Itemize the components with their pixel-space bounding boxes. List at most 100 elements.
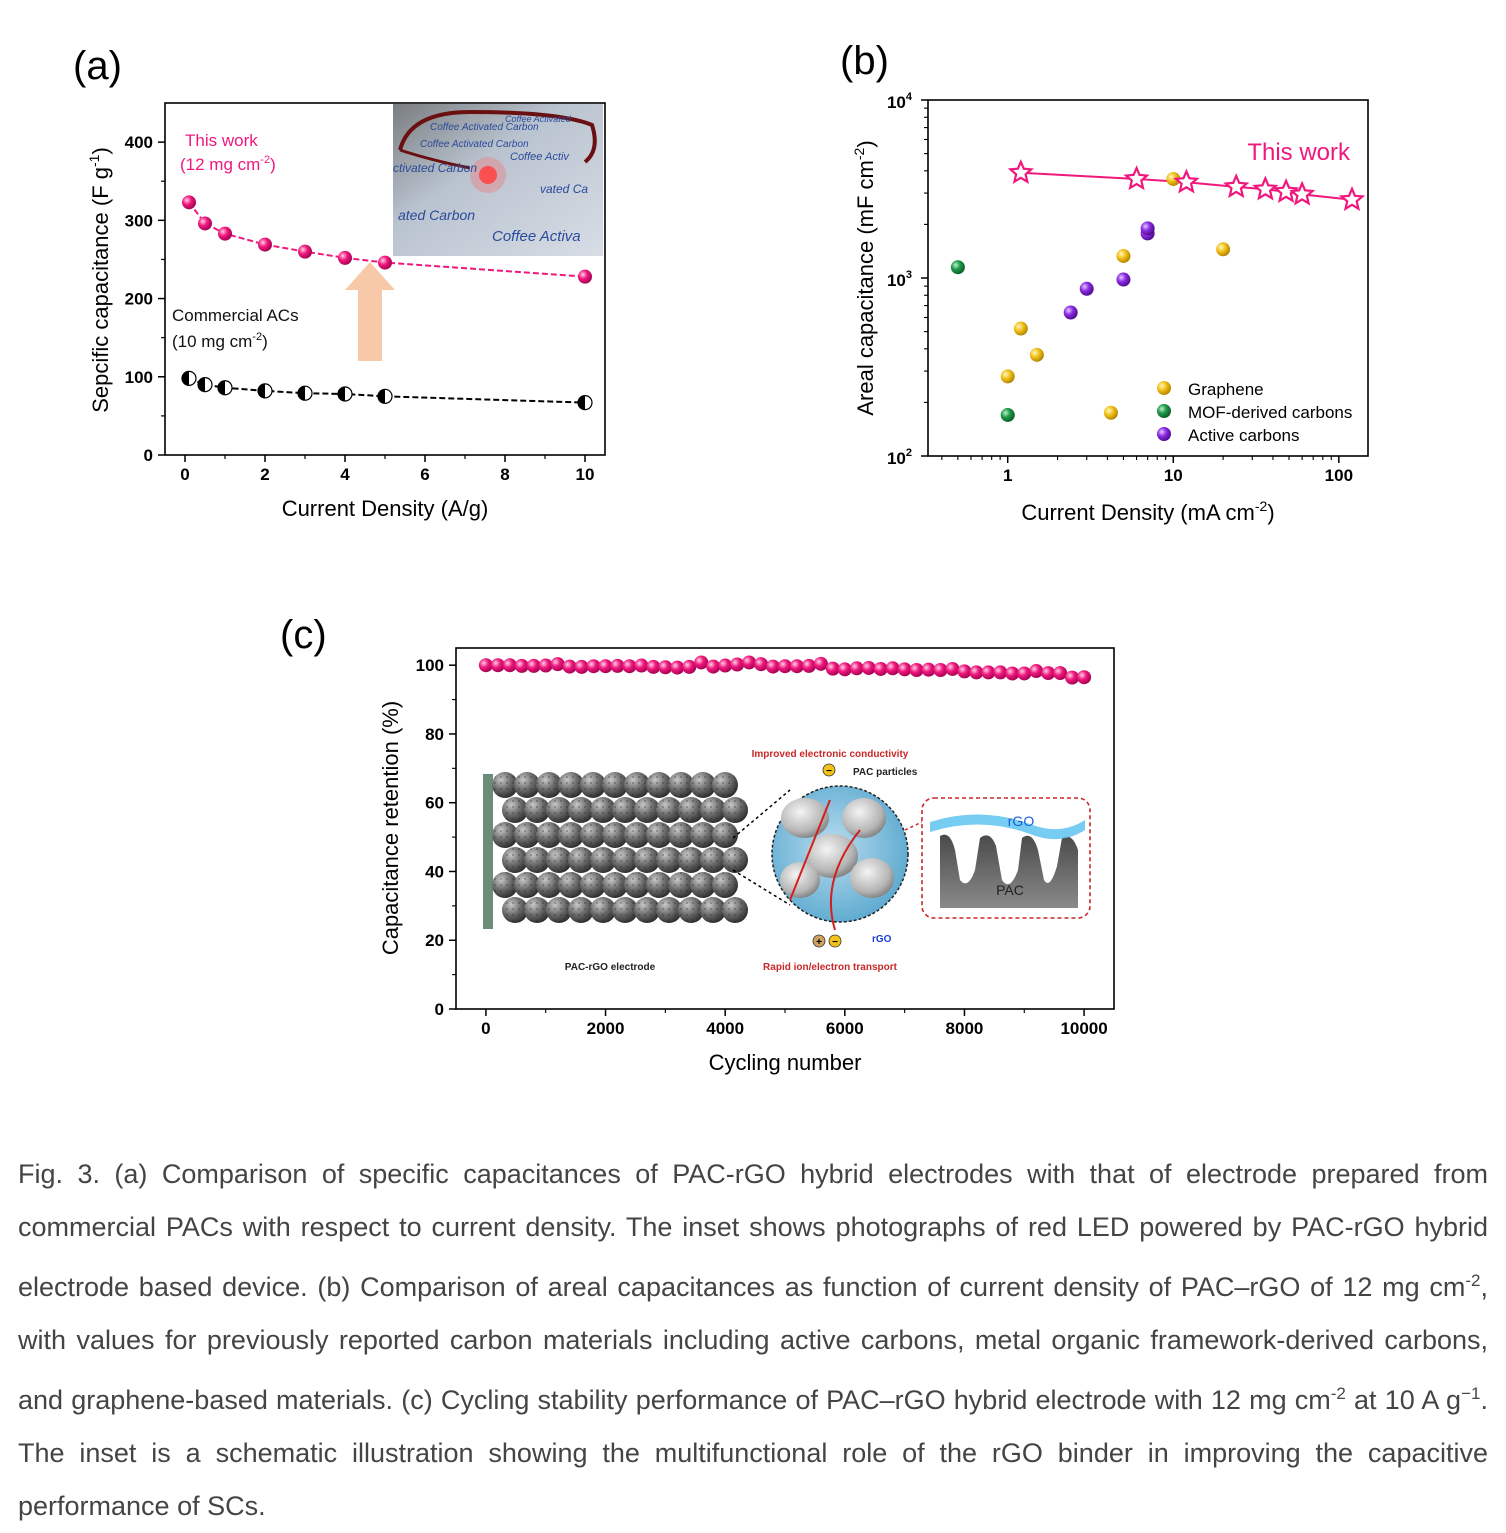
- pac-particle-texture: [646, 872, 672, 898]
- x-tick-label-a: 8: [500, 465, 509, 484]
- point-commercial-half: [258, 383, 265, 398]
- pac-particle-texture: [712, 772, 738, 798]
- pac-particle-texture: [524, 847, 550, 873]
- photo-text: Coffee Activated: [505, 114, 572, 124]
- point-commercial-half: [578, 395, 585, 410]
- photo-text: Coffee Activated Carbon: [420, 139, 529, 150]
- x-tick-label-a: 10: [576, 465, 595, 484]
- point-active: [1116, 272, 1131, 287]
- point-retention: [574, 659, 589, 674]
- point-retention: [706, 659, 721, 674]
- point-retention: [969, 665, 984, 680]
- point-this-work: [198, 216, 212, 231]
- pac-particle-texture: [558, 822, 584, 848]
- pac-particle-texture: [568, 847, 594, 873]
- point-graphene: [1116, 248, 1131, 263]
- point-retention: [514, 658, 529, 673]
- point-graphene: [1166, 171, 1181, 186]
- point-retention: [945, 661, 960, 676]
- y-tick-label-c: 100: [416, 656, 444, 675]
- pac-particle-texture: [700, 847, 726, 873]
- pac-particle-texture: [722, 897, 748, 923]
- y-tick-label-a: 0: [144, 446, 153, 465]
- legend-b: Graphene MOF-derived carbons Active carb…: [1157, 380, 1352, 445]
- point-mof: [950, 260, 965, 275]
- rgo-pac-box: [921, 797, 1091, 919]
- point-this-work-star: [1007, 159, 1034, 184]
- panel-c-label: (c): [280, 613, 327, 657]
- y-axis-label-a: Sepcific capacitance (F g-1): [86, 147, 113, 413]
- label-pac-particles: PAC particles: [853, 767, 918, 778]
- pac-particle-texture: [612, 847, 638, 873]
- x-tick-label-c: 4000: [706, 1019, 744, 1038]
- pac-particle-texture: [612, 897, 638, 923]
- figure-caption: Fig. 3. (a) Comparison of specific capac…: [18, 1159, 1488, 1521]
- point-active: [1079, 281, 1094, 296]
- pac-particle-texture: [668, 872, 694, 898]
- point-retention: [550, 657, 565, 672]
- pac-particle-texture: [690, 772, 716, 798]
- point-commercial-half: [218, 380, 225, 395]
- pac-particle-texture: [492, 872, 518, 898]
- point-retention: [909, 663, 924, 678]
- point-retention: [789, 659, 804, 674]
- rgo-label-box: rGO: [1008, 813, 1035, 829]
- point-retention: [849, 661, 864, 676]
- point-commercial-half: [338, 386, 345, 401]
- pac-particle-texture: [514, 822, 540, 848]
- point-retention: [526, 658, 541, 673]
- point-retention: [634, 658, 649, 673]
- pac-particle-texture: [712, 822, 738, 848]
- pac-particle-texture: [668, 772, 694, 798]
- pac-particle-texture: [558, 872, 584, 898]
- point-retention: [861, 660, 876, 675]
- point-this-work-star: [1123, 165, 1150, 191]
- x-tick-label-c: 8000: [946, 1019, 984, 1038]
- legend-marker-mof: [1157, 404, 1171, 418]
- annotation-this-work: This work: [185, 131, 258, 150]
- point-graphene: [1103, 405, 1118, 420]
- pac-particle-texture: [492, 822, 518, 848]
- magnified-circle: [771, 785, 909, 931]
- pac-particle-texture: [536, 772, 562, 798]
- legend-label-mof: MOF-derived carbons: [1188, 403, 1352, 422]
- point-active: [1140, 221, 1155, 236]
- pac-particle-texture: [656, 797, 682, 823]
- y-tick-label-c: 40: [425, 862, 444, 881]
- point-retention: [682, 659, 697, 674]
- svg-text:−: −: [826, 766, 832, 777]
- up-arrow: [345, 262, 395, 361]
- pac-label-box: PAC: [996, 882, 1024, 898]
- pac-particle-texture: [568, 897, 594, 923]
- pac-particle-texture: [656, 897, 682, 923]
- x-tick-label-b: 100: [1325, 466, 1353, 485]
- pac-particle-texture: [624, 822, 650, 848]
- point-retention: [502, 658, 517, 673]
- pac-particle-texture: [568, 797, 594, 823]
- x-tick-label-b: 10: [1164, 466, 1183, 485]
- pac-particle-texture: [536, 822, 562, 848]
- pac-particle-texture: [590, 797, 616, 823]
- pac-particle-texture: [514, 772, 540, 798]
- pac-particle-texture: [678, 847, 704, 873]
- point-this-work-star: [1223, 173, 1250, 199]
- pac-particle-texture: [712, 872, 738, 898]
- annotation-loading-commercial: (10 mg cm-2): [172, 331, 268, 351]
- y-axis-label-b: Areal capacitance (mF cm-2): [851, 140, 878, 415]
- x-tick-label-c: 6000: [826, 1019, 864, 1038]
- pac-particle-texture: [634, 897, 660, 923]
- pac-particle-texture: [524, 897, 550, 923]
- pac-particle-texture: [602, 772, 628, 798]
- pac-particle-texture: [634, 847, 660, 873]
- legend-label-active: Active carbons: [1188, 426, 1300, 445]
- pac-particle-texture: [668, 822, 694, 848]
- x-tick-label-a: 2: [260, 465, 269, 484]
- y-tick-label-b: 104: [887, 91, 913, 112]
- annotation-commercial: Commercial ACs: [172, 306, 299, 325]
- x-tick-label-c: 10000: [1060, 1019, 1107, 1038]
- pac-particle-texture: [602, 822, 628, 848]
- point-retention: [658, 660, 673, 675]
- point-this-work: [338, 250, 352, 265]
